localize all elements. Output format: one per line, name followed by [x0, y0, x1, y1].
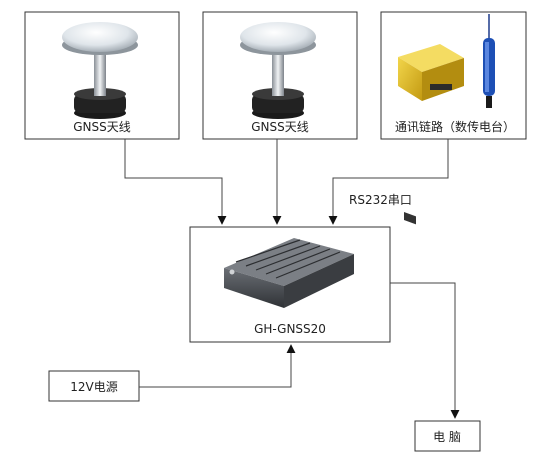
receiver-node: GH-GNSS20	[189, 226, 391, 343]
power-node: 12V电源	[48, 370, 140, 402]
edge-antenna1-to-receiver	[124, 139, 227, 225]
edge-radio-to-receiver	[328, 139, 449, 225]
computer-label: 电 脑	[433, 430, 461, 444]
edge-receiver-to-computer	[390, 282, 460, 419]
rs232-label: RS232串口	[349, 193, 412, 207]
radio-node: 通讯链路（数传电台）	[380, 11, 527, 225]
computer-node: 电 脑	[414, 420, 481, 452]
power-label: 12V电源	[70, 380, 117, 394]
antenna-1-node: GNSS天线	[24, 11, 180, 140]
antenna-1-label: GNSS天线	[73, 120, 131, 134]
radio-whip-antenna-icon	[483, 14, 495, 108]
gnss-antenna-icon	[240, 22, 316, 119]
antenna-2-node: GNSS天线	[202, 11, 358, 140]
edge-power-to-receiver	[139, 344, 296, 388]
gnss-antenna-icon	[62, 22, 138, 119]
gnss-receiver-device-icon	[224, 238, 354, 308]
receiver-label: GH-GNSS20	[254, 322, 326, 336]
radio-label: 通讯链路（数传电台）	[395, 119, 515, 134]
antenna-2-label: GNSS天线	[251, 120, 309, 134]
radio-modem-icon	[398, 44, 464, 225]
